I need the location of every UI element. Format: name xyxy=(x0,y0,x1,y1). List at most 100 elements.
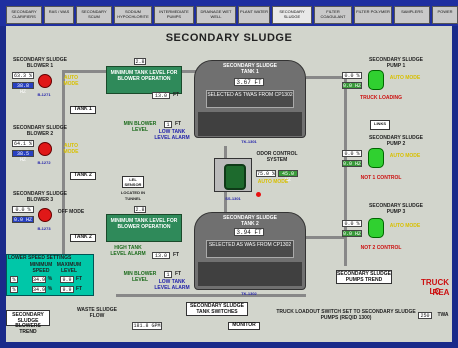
lel-sensor-box[interactable]: LEL SENSOR xyxy=(122,176,144,188)
pump3-status: NOT 2 CONTROL xyxy=(360,245,402,251)
tank1-diffusers xyxy=(198,112,302,136)
tank1-level-alarm-value[interactable]: 13.0 xyxy=(152,92,170,99)
tab-filter-coagulant[interactable]: FILTER COAGULANT xyxy=(314,6,352,24)
blower1-mode: AUTO MODE xyxy=(63,75,79,87)
tank1-selector-button[interactable]: TANK 1 xyxy=(70,106,96,114)
tank1-min-level-value[interactable]: 2.8 xyxy=(134,58,146,65)
tab-sodium-hypochlorite[interactable]: SODIUM HYPOCHLORITE xyxy=(114,6,152,24)
speed-row1-min[interactable]: 34.9 xyxy=(32,276,46,283)
tank2-selector-button-a[interactable]: TANK 2 xyxy=(70,172,96,180)
odor-tag: SS-1301 xyxy=(225,196,241,201)
tank2-min-blower-level-label: MIN BLOWER LEVEL xyxy=(123,271,157,283)
pump1-percent: 0.0 % xyxy=(342,72,362,79)
pump3-icon[interactable] xyxy=(368,218,384,238)
tab-ras-was[interactable]: RAS / WAS xyxy=(44,6,74,24)
blower3-tag: B-1273 xyxy=(37,226,51,231)
speed-row1-max[interactable]: 9.9 xyxy=(60,276,74,283)
lel-sensor-note: LOCATED IN TUNNEL xyxy=(120,190,146,201)
tab-plant-water[interactable]: PLANT WATER xyxy=(238,6,270,24)
odor-fan-icon[interactable] xyxy=(224,164,246,190)
tank2-tag: TK-1302 xyxy=(241,291,257,296)
pump2-percent: 0.0 % xyxy=(342,150,362,157)
tab-samplers[interactable]: SAMPLERS xyxy=(394,6,430,24)
waste-flow-label: WASTE SLUDGE FLOW xyxy=(76,307,117,319)
tank2-selector-button-b[interactable]: TANK 2 xyxy=(70,234,96,242)
odor-control-title: ODOR CONTROL SYSTEM xyxy=(256,151,298,163)
tank2-high-level-alarm: HIGH TANK LEVEL ALARM xyxy=(110,245,146,257)
blower1-icon[interactable] xyxy=(38,74,52,88)
tank1-outlet-pipe xyxy=(306,76,346,79)
tank1-min-blower-level-value[interactable]: 1 xyxy=(164,121,172,128)
tab-secondary-sludge[interactable]: SECONDARY SLUDGE xyxy=(272,6,312,24)
tank2-diffusers xyxy=(198,262,302,286)
tank2-name: SECONDARY SLUDGE TANK 2 xyxy=(223,215,277,227)
blower2-tag: B-1272 xyxy=(37,160,51,165)
ras-value: 250 xyxy=(418,312,432,319)
tank2-level-alarm-unit: FT xyxy=(172,252,180,258)
tank2-level: 3.94 FT xyxy=(234,228,264,236)
tank1-min-level-panel: MINIMUM TANK LEVEL FOR BLOWER OPERATION xyxy=(106,66,182,94)
tank2-min-blower-level-value[interactable]: 1 xyxy=(164,271,172,278)
tab-filter-polymer[interactable]: FILTER POLYMER xyxy=(354,6,392,24)
tab-drainage-wet-well[interactable]: DRAINAGE WET WELL xyxy=(196,6,236,24)
pump-suction-pipe xyxy=(344,76,347,266)
pump2-icon[interactable] xyxy=(368,148,384,168)
blower2-mode: AUTO MODE xyxy=(63,143,79,155)
speed-row1-max-unit: FT xyxy=(75,276,83,282)
tab-power[interactable]: POWER xyxy=(432,6,458,24)
pump3-mode: AUTO MODE xyxy=(389,223,421,229)
blower3-mode: OFF MODE xyxy=(57,209,85,215)
blower3-hz: 0.0 HZ xyxy=(12,216,34,223)
pump3-percent: 0.0 % xyxy=(342,220,362,227)
pumps-trend-button[interactable]: SECONDARY SLUDGE PUMPS TREND xyxy=(336,270,392,284)
blower1-percent: 63.3 % xyxy=(12,72,34,79)
tank2-selected-as: SELECTED AS WAS FROM CP1302 xyxy=(206,240,294,258)
blower2-icon[interactable] xyxy=(38,142,52,156)
odor-hz: 45.0 HZ xyxy=(278,170,298,183)
main-panel: SECONDARY SLUDGE SECONDARY SLUDGE BLOWER… xyxy=(6,26,452,342)
tank1-level: 3.67 FT xyxy=(234,78,264,86)
tab-secondary-scum[interactable]: SECONDARY SCUM xyxy=(76,6,112,24)
blowers-trend-button[interactable]: SECONDARY SLUDGE BLOWERS TREND xyxy=(6,310,50,335)
tab-secondary-clarifiers[interactable]: SECONDARY CLARIFIERS xyxy=(6,6,42,24)
speed-row2-min-unit: % xyxy=(47,286,53,292)
tank1-low-level-alarm: LOW TANK LEVEL ALARM xyxy=(154,129,190,141)
blower2-hz: 38.5 HZ xyxy=(12,150,34,163)
pump1-icon[interactable] xyxy=(368,70,384,90)
speed-settings-panel xyxy=(6,254,94,296)
page-title: SECONDARY SLUDGE xyxy=(165,32,293,44)
pump2-title: SECONDARY SLUDGE PUMP 2 xyxy=(369,135,423,147)
monitor-button[interactable]: MONITOR xyxy=(228,322,260,330)
tank2-level-alarm-value[interactable]: 13.0 xyxy=(152,252,170,259)
blower3-percent: 0.0 % xyxy=(12,206,34,213)
speed-row1-unit: % xyxy=(10,276,18,283)
tank2-low-level-alarm: LOW TANK LEVEL ALARM xyxy=(154,279,190,291)
ready-label: REA xyxy=(432,288,450,297)
blower2-title: SECONDARY SLUDGE BLOWER 2 xyxy=(13,125,67,137)
links-button[interactable]: LINKS xyxy=(370,120,390,130)
blower2-percent: 64.1 % xyxy=(12,140,34,147)
truck-switch-note: TRUCK LOADOUT SWITCH SET TO SECONDARY SL… xyxy=(276,309,416,321)
speed-row2-max[interactable]: 9.9 xyxy=(60,286,74,293)
pump1-mode: AUTO MODE xyxy=(389,75,421,81)
odor-mode: AUTO MODE xyxy=(257,179,289,185)
blower1-title: SECONDARY SLUDGE BLOWER 1 xyxy=(13,57,67,69)
pump3-hz: 0.0 HZ xyxy=(342,230,362,237)
odor-alarm-lamp xyxy=(256,192,261,197)
waste-flow-pipe xyxy=(116,294,306,297)
blower3-icon[interactable] xyxy=(38,208,52,222)
tank2-min-level-value[interactable]: 2.8 xyxy=(134,206,146,213)
pump1-status: TRUCK LOADING xyxy=(360,95,402,101)
odor-percent: 75.0 % xyxy=(256,170,276,177)
tank1-selected-as: SELECTED AS TWAS FROM CP1302 xyxy=(206,90,294,108)
speed-row2-unit: % xyxy=(10,286,18,293)
tank-switches-button[interactable]: SECONDARY SLUDGE TANK SWITCHES xyxy=(186,302,248,316)
top-nav-bar: SECONDARY CLARIFIERS RAS / WAS SECONDARY… xyxy=(0,0,458,26)
tank1-tag: TK-1301 xyxy=(241,139,257,144)
speed-row2-min[interactable]: 34.9 xyxy=(32,286,46,293)
tank2-outlet-pipe xyxy=(306,236,346,239)
tab-intermediate-pumps[interactable]: INTERMEDIATE PUMPS xyxy=(154,6,194,24)
pump2-mode: AUTO MODE xyxy=(389,153,421,159)
pump3-title: SECONDARY SLUDGE PUMP 3 xyxy=(369,203,423,215)
pump1-hz: 0.0 HZ xyxy=(342,82,362,89)
